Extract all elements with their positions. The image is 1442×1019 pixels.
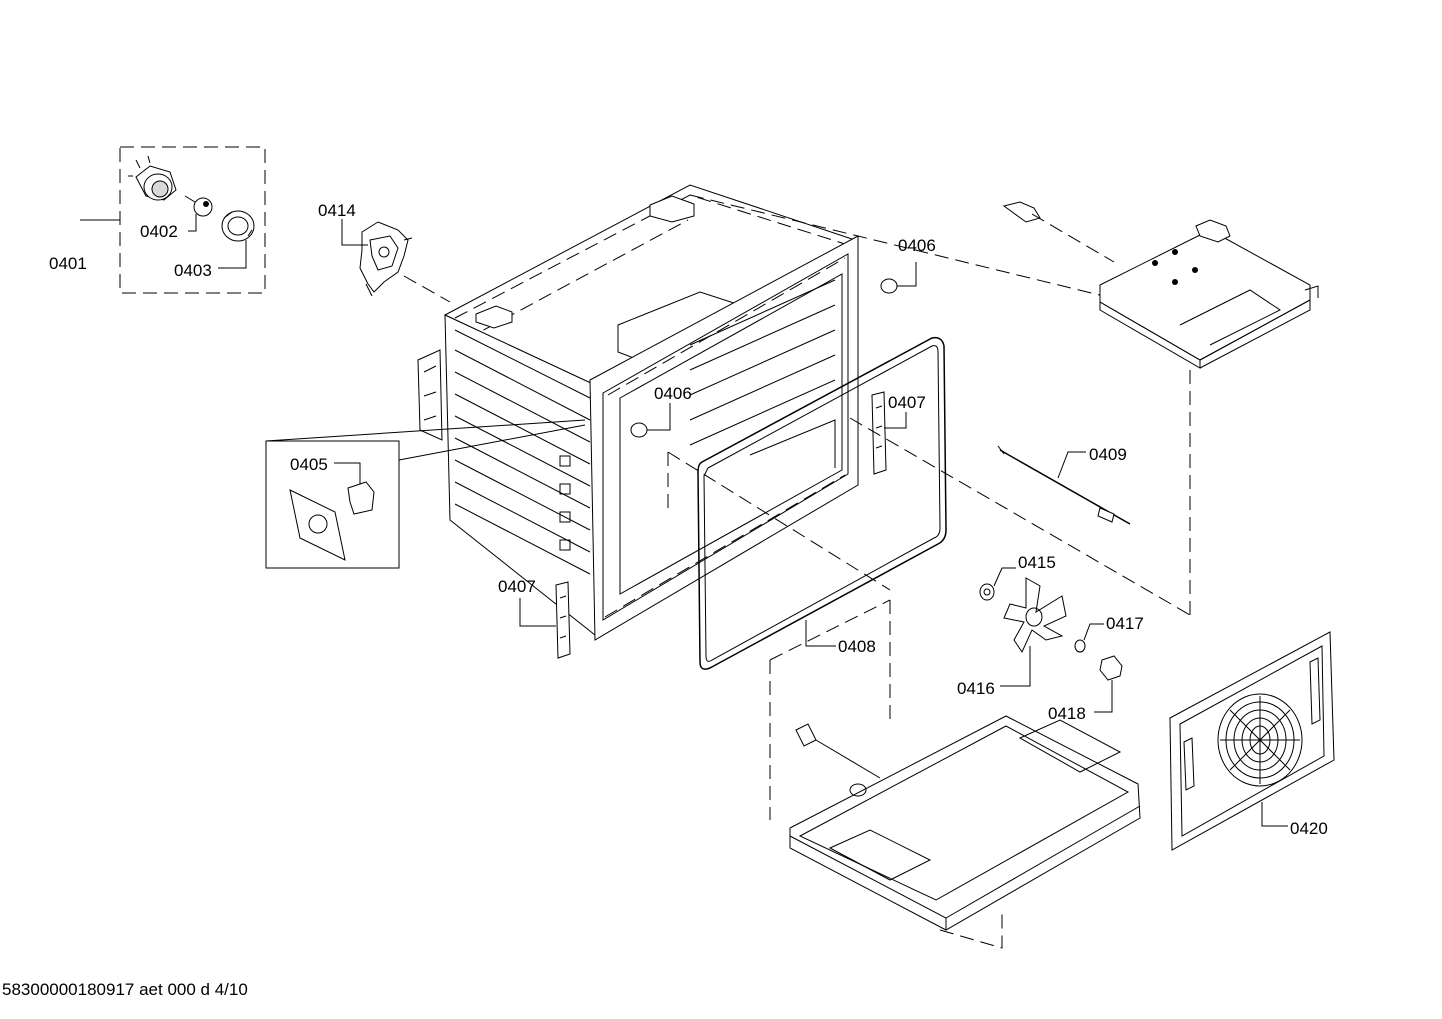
rear-panel-0420[interactable] [1169, 631, 1335, 851]
document-footer: 58300000180917 aet 000 d 4/10 [2, 980, 248, 999]
label-0407-left: 0407 [498, 577, 536, 596]
label-0408: 0408 [838, 637, 876, 656]
label-0407-right: 0407 [888, 393, 926, 412]
label-0403: 0403 [174, 261, 212, 280]
bottom-tray[interactable] [789, 715, 1141, 949]
rail-0407-right[interactable] [871, 391, 907, 475]
lamp-bulb-part[interactable] [184, 195, 213, 217]
label-0405: 0405 [290, 455, 328, 474]
label-0416: 0416 [957, 679, 995, 698]
label-0420: 0420 [1290, 819, 1328, 838]
fan-nut-0417[interactable] [1074, 623, 1104, 653]
fan-cap-0418[interactable] [1094, 655, 1123, 713]
label-0406-front: 0406 [654, 384, 692, 403]
lamp-cover-part[interactable] [221, 210, 255, 242]
sensor-rod-0409[interactable] [997, 445, 1131, 525]
label-0406-top: 0406 [898, 236, 936, 255]
hinge-0414-group: 0414 [318, 201, 451, 303]
label-0409: 0409 [1089, 445, 1127, 464]
detail-0405-group: 0405 [265, 419, 586, 569]
plug-0406-top[interactable] [880, 262, 917, 294]
label-0415: 0415 [1018, 553, 1056, 572]
fan-impeller-0416[interactable] [1000, 577, 1067, 687]
top-right-bracket-assembly[interactable] [1002, 201, 1319, 369]
fan-washer-0415[interactable] [979, 567, 1016, 601]
rail-0407-left[interactable] [519, 581, 571, 659]
label-0414: 0414 [318, 201, 356, 220]
plug-0406-front[interactable] [630, 403, 671, 438]
sensor-bracket-part[interactable] [289, 481, 375, 561]
hinge-part[interactable] [359, 221, 413, 297]
label-0402: 0402 [140, 222, 178, 241]
lamp-assembly-group: 0401 0402 0403 [49, 146, 266, 294]
label-0401: 0401 [49, 254, 87, 273]
lamp-socket-part[interactable] [128, 155, 177, 201]
label-0418: 0418 [1048, 704, 1086, 723]
oven-cavity [417, 184, 859, 641]
door-gasket-0408[interactable] [697, 336, 947, 670]
label-0417: 0417 [1106, 614, 1144, 633]
